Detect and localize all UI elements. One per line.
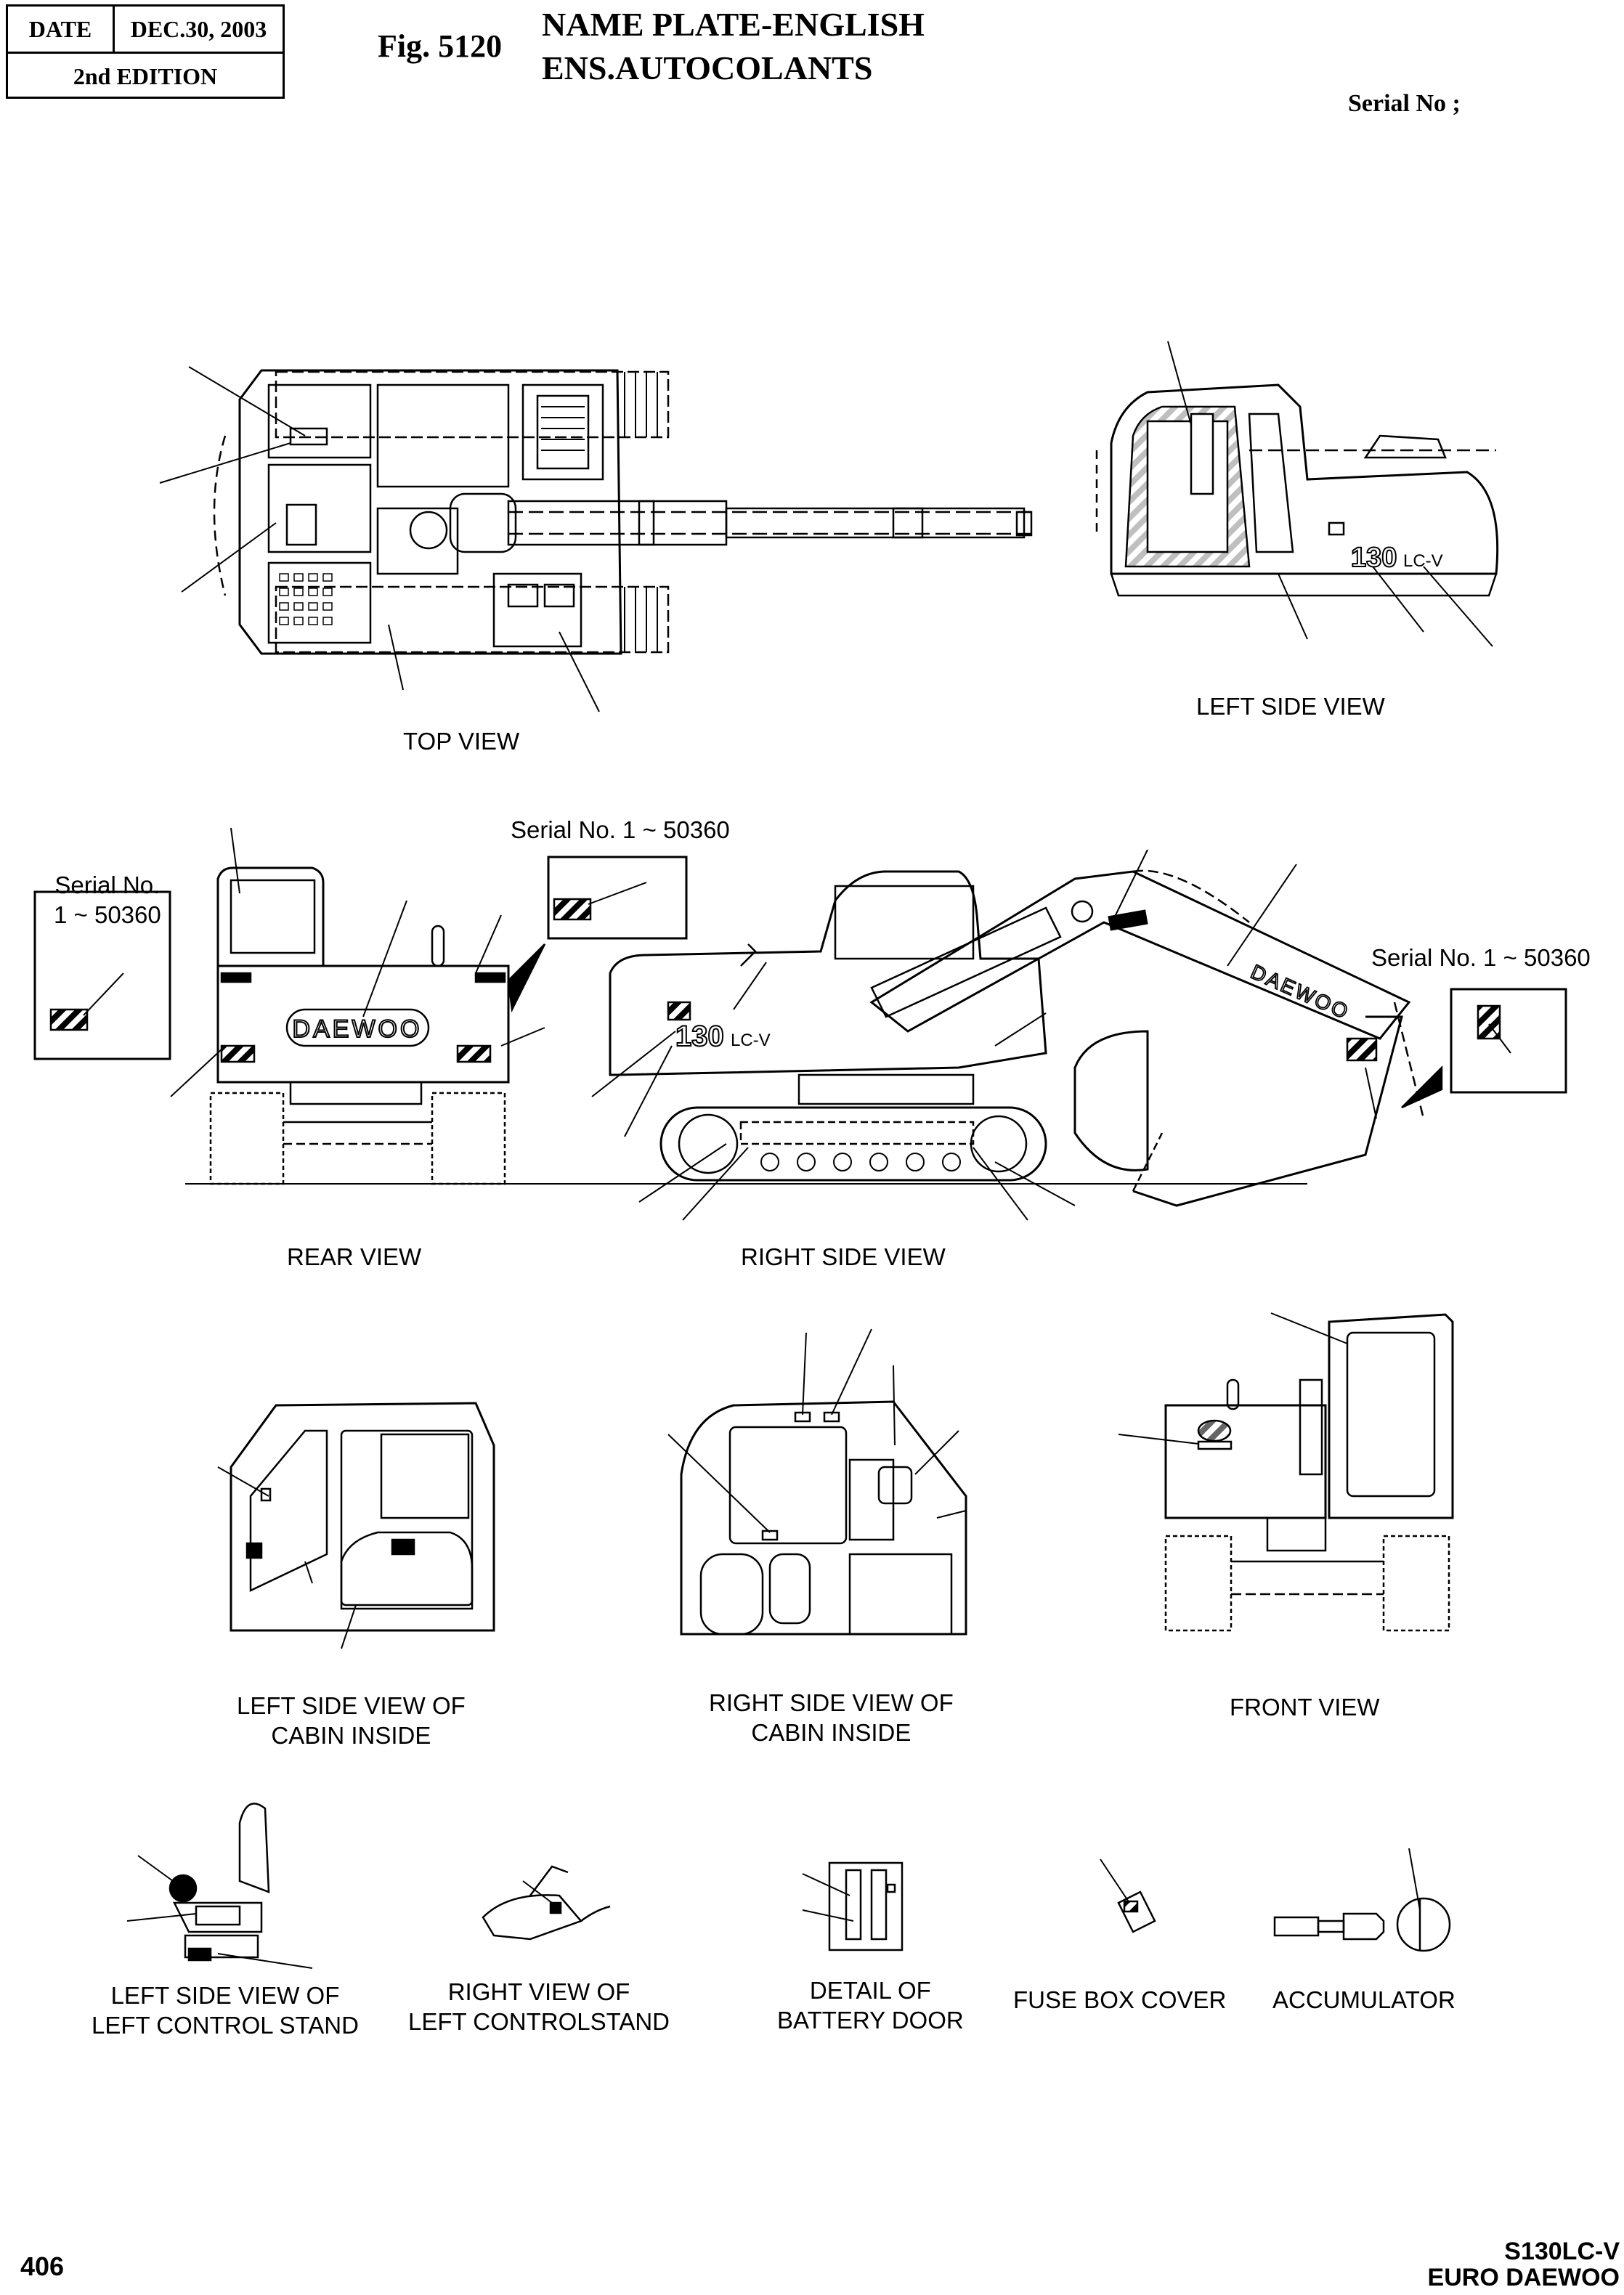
title-line-2: ENS.AUTOCOLANTS: [542, 49, 873, 86]
label-stand-right-line1: RIGHT VIEW OF: [447, 1978, 630, 2005]
left-side-view-drawing: 130 LC-V: [1095, 341, 1499, 647]
model-decal-right: 130 LC-V: [675, 1020, 771, 1053]
label-rear-view: REAR VIEW: [287, 1243, 422, 1270]
edition: 2nd EDITION: [73, 62, 218, 89]
footer-model-block: S130LC-V EURO DAEWOO: [1428, 2238, 1620, 2291]
label-front-view: FRONT VIEW: [1230, 1694, 1380, 1721]
model-suffix-text: LC-V: [1403, 551, 1443, 571]
right-control-stand-drawing: [482, 1865, 611, 1941]
label-left-side-view: LEFT SIDE VIEW: [1196, 693, 1385, 720]
model-suffix-text-right: LC-V: [731, 1031, 771, 1050]
figure-number: Fig. 5120: [378, 28, 503, 64]
label-cabin-right-inside: RIGHT SIDE VIEW OF CABIN INSIDE: [709, 1688, 954, 1747]
model-decal-left: 130 LC-V: [1350, 542, 1443, 574]
cabin-right-inside-drawing: [667, 1328, 967, 1636]
battery-door-drawing: [802, 1861, 904, 1951]
serial-note-right: Serial No. 1 ~ 50360: [1371, 944, 1591, 971]
daewoo-decal-boom: DAEWOO: [1248, 960, 1354, 1024]
label-right-control-stand: RIGHT VIEW OF LEFT CONTROLSTAND: [408, 1977, 670, 2036]
right-side-view-drawing: 130 LC-V DAEWOO: [547, 849, 1567, 1221]
serial-decal-inset-rear: [33, 890, 171, 1060]
page-number: 406: [20, 2251, 65, 2281]
rear-view-drawing: DAEWOO: [33, 827, 1307, 1185]
serial-decal-inset-right: [1450, 988, 1567, 1094]
label-left-control-stand: LEFT SIDE VIEW OF LEFT CONTROL STAND: [92, 1981, 359, 2040]
label-cabin-left-line1: LEFT SIDE VIEW OF: [237, 1692, 466, 1719]
date-value: DEC.30, 2003: [130, 15, 267, 42]
label-stand-left-line1: LEFT SIDE VIEW OF: [110, 1982, 340, 2009]
label-right-side-view: RIGHT SIDE VIEW: [741, 1243, 946, 1270]
date-label: DATE: [8, 7, 115, 52]
serial-note-rear-line1: Serial No.: [54, 872, 161, 898]
label-cabin-right-line2: CABIN INSIDE: [751, 1719, 912, 1746]
label-stand-left-line2: LEFT CONTROL STAND: [92, 2012, 359, 2039]
serial-note-rear-line2: 1 ~ 50360: [54, 901, 161, 928]
label-top-view: TOP VIEW: [403, 728, 520, 755]
title-line-1: NAME PLATE-ENGLISH: [542, 6, 925, 43]
label-battery-door: DETAIL OF BATTERY DOOR: [777, 1975, 964, 2035]
footer-brand: EURO DAEWOO: [1427, 2264, 1620, 2291]
left-control-stand-drawing: [126, 1803, 313, 1969]
label-battery-line2: BATTERY DOOR: [777, 2007, 964, 2034]
footer-model: S130LC-V: [1504, 2238, 1620, 2265]
label-fuse-box-cover: FUSE BOX COVER: [1013, 1986, 1227, 2013]
label-battery-line1: DETAIL OF: [809, 1977, 931, 2004]
serial-decal-inset-mid: [547, 856, 688, 940]
front-view-drawing: [1118, 1312, 1454, 1632]
serial-note-rear: Serial No. 1 ~ 50360: [54, 870, 161, 930]
label-cabin-right-line1: RIGHT SIDE VIEW OF: [709, 1689, 954, 1716]
page-title: NAME PLATE-ENGLISH ENS.AUTOCOLANTS: [542, 3, 925, 90]
accumulator-drawing: [1273, 1848, 1451, 1952]
header-info-box: DATE DEC.30, 2003 2nd EDITION: [6, 4, 285, 99]
label-accumulator: ACCUMULATOR: [1272, 1986, 1455, 2013]
fuse-box-cover-drawing: [1100, 1859, 1156, 1933]
model-number-text-right: 130: [675, 1020, 724, 1052]
serial-number-label: Serial No ;: [1348, 90, 1461, 117]
label-stand-right-line2: LEFT CONTROLSTAND: [408, 2008, 670, 2035]
daewoo-decal-rear: DAEWOO: [293, 1015, 423, 1043]
label-cabin-left-inside: LEFT SIDE VIEW OF CABIN INSIDE: [237, 1691, 466, 1750]
cabin-left-inside-drawing: [217, 1402, 495, 1649]
top-view-drawing: [159, 366, 1033, 712]
label-cabin-left-line2: CABIN INSIDE: [271, 1722, 431, 1749]
serial-note-mid: Serial No. 1 ~ 50360: [511, 816, 730, 843]
